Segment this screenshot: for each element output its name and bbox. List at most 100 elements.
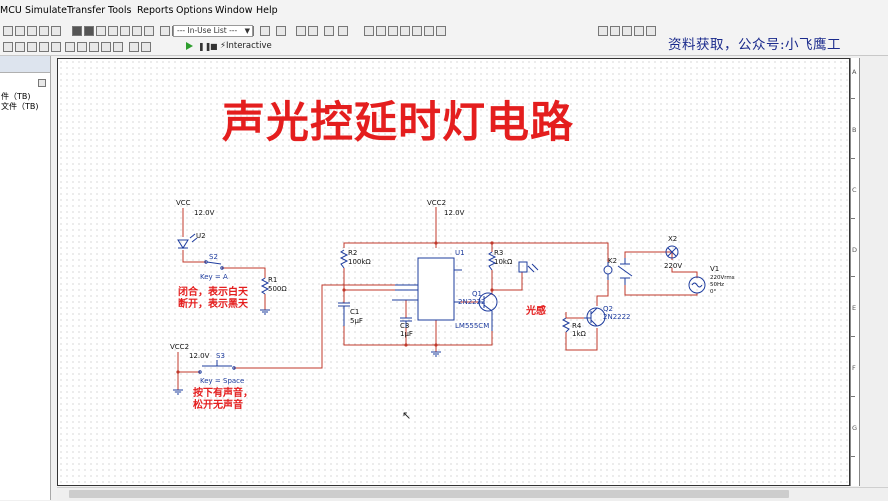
vertical-scrollbar[interactable] — [860, 56, 888, 486]
component-icon[interactable] — [3, 26, 13, 36]
menu-help[interactable]: Help — [256, 5, 278, 16]
in-use-list-value: --- In-Use List --- — [177, 26, 238, 35]
menu-simulate[interactable]: Simulate — [25, 5, 67, 16]
ruler-label: E — [852, 304, 857, 312]
text-icon[interactable] — [27, 42, 37, 52]
zoom-area-icon[interactable] — [388, 26, 398, 36]
erc-icon[interactable] — [113, 42, 123, 52]
tree-item[interactable]: 文件（TB) — [1, 102, 39, 111]
source-v1-phase: 0° — [710, 289, 717, 295]
horizontal-scrollbar[interactable] — [57, 487, 888, 501]
run-simulation-icon[interactable] — [186, 42, 193, 50]
switch-s3-label: S3 — [216, 352, 225, 360]
design-toolbox-header — [0, 56, 50, 73]
virtual-icon[interactable] — [424, 26, 434, 36]
timer-u1-label: U1 — [455, 249, 465, 257]
timer-u1-part: LM555CM — [455, 322, 490, 330]
zoom-in-icon[interactable] — [364, 26, 374, 36]
relay-k2-label: K2 — [608, 257, 618, 265]
resistor-r3-value: 10kΩ — [494, 258, 513, 266]
source-icon[interactable] — [27, 26, 37, 36]
basic-icon[interactable] — [39, 26, 49, 36]
zoom-window-icon[interactable] — [622, 26, 632, 36]
project-icon[interactable] — [38, 79, 46, 87]
menu-reports[interactable]: Reports — [137, 5, 174, 16]
ruler-label: D — [852, 246, 858, 254]
zoom-fit-icon[interactable] — [400, 26, 410, 36]
s2-note-night: 断开，表示黑天 — [178, 299, 248, 310]
graphics-icon[interactable] — [39, 42, 49, 52]
menu-options[interactable]: Options — [176, 5, 213, 16]
meter-icon[interactable] — [276, 26, 286, 36]
zoom-icon[interactable] — [324, 26, 334, 36]
grapher-icon[interactable] — [296, 26, 306, 36]
menu-transfer[interactable]: Transfer — [67, 5, 106, 16]
power-icon[interactable] — [160, 26, 170, 36]
switch-s2-key: Key = A — [200, 273, 228, 281]
vcc-voltage: 12.0V — [194, 209, 215, 217]
source-v1-value: 220Vrms — [710, 275, 735, 281]
transistor-q2-part: 2N2222 — [603, 313, 631, 321]
vcc2-top-label: VCC2 — [427, 199, 447, 207]
place-icon[interactable] — [15, 42, 25, 52]
mixed-icon[interactable] — [132, 26, 142, 36]
vcc2-top-voltage: 12.0V — [444, 209, 465, 217]
design-toolbox-icon[interactable] — [65, 42, 75, 52]
transistor-q1-part: 2N2222 — [458, 298, 486, 306]
postprocess-icon[interactable] — [308, 26, 318, 36]
pause-simulation-icon[interactable]: ❚❚ — [198, 42, 212, 51]
led-label: U2 — [196, 232, 206, 240]
help-icon[interactable] — [338, 26, 348, 36]
spreadsheet-icon[interactable] — [77, 42, 87, 52]
menu-window[interactable]: Window — [215, 5, 253, 16]
lamp-x2-label: X2 — [668, 235, 678, 243]
indicator-icon[interactable] — [144, 26, 154, 36]
zoom-in-2-icon[interactable] — [598, 26, 608, 36]
vcc2-label: VCC2 — [170, 343, 190, 351]
zoom-out-icon[interactable] — [376, 26, 386, 36]
interactive-mode[interactable]: ⚡Interactive — [220, 41, 272, 51]
tree-item[interactable]: 件（TB) — [1, 92, 31, 101]
in-use-list-combo[interactable]: --- In-Use List ---▼ — [173, 25, 253, 37]
cmos-icon[interactable] — [108, 26, 118, 36]
analog-icon[interactable] — [84, 26, 94, 36]
fullscreen-2-icon[interactable] — [646, 26, 656, 36]
ground-icon[interactable] — [15, 26, 25, 36]
diode-icon[interactable] — [51, 26, 61, 36]
database-icon[interactable] — [89, 42, 99, 52]
source-v1-label: V1 — [710, 265, 720, 273]
stop-simulation-icon[interactable]: ■ — [210, 42, 218, 51]
component-wizard-icon[interactable] — [101, 42, 111, 52]
menu-mcu[interactable]: MCU — [0, 5, 22, 16]
full-screen-icon[interactable] — [412, 26, 422, 36]
preferences-icon[interactable] — [436, 26, 446, 36]
resistor-r4-label: R4 — [572, 322, 582, 330]
resistor-r2-value: 100kΩ — [348, 258, 371, 266]
zoom-out-2-icon[interactable] — [610, 26, 620, 36]
wire-icon[interactable] — [3, 42, 13, 52]
probe-icon[interactable] — [260, 26, 270, 36]
ruler-label: G — [852, 424, 858, 432]
source-v1-freq: 50Hz — [710, 282, 725, 288]
toolbar: --- In-Use List ---▼ — [0, 21, 888, 56]
zoom-sheet-icon[interactable] — [634, 26, 644, 36]
promo-text: 资料获取，公众号:小飞鹰工 — [668, 37, 842, 53]
comment-icon[interactable] — [51, 42, 61, 52]
transistor-q1-label: Q1 — [472, 290, 482, 298]
scrollbar-thumb[interactable] — [69, 490, 789, 498]
transistor-icon[interactable] — [72, 26, 82, 36]
ttl-icon[interactable] — [96, 26, 106, 36]
ruler-label: B — [852, 126, 857, 134]
schematic-title: 声光控延时灯电路 — [222, 98, 574, 148]
vcc-label: VCC — [176, 199, 191, 207]
menu-tools[interactable]: Tools — [108, 5, 132, 16]
transfer-icon[interactable] — [129, 42, 139, 52]
switch-s2-label: S2 — [209, 253, 218, 261]
misc-digital-icon[interactable] — [120, 26, 130, 36]
capacitor-c3-label: C3 — [400, 322, 410, 330]
mouse-cursor-icon: ↖ — [402, 409, 412, 422]
resistor-r1-value: 500Ω — [268, 285, 287, 293]
s3-note-released: 松开无声音 — [193, 400, 243, 411]
backannotate-icon[interactable] — [141, 42, 151, 52]
